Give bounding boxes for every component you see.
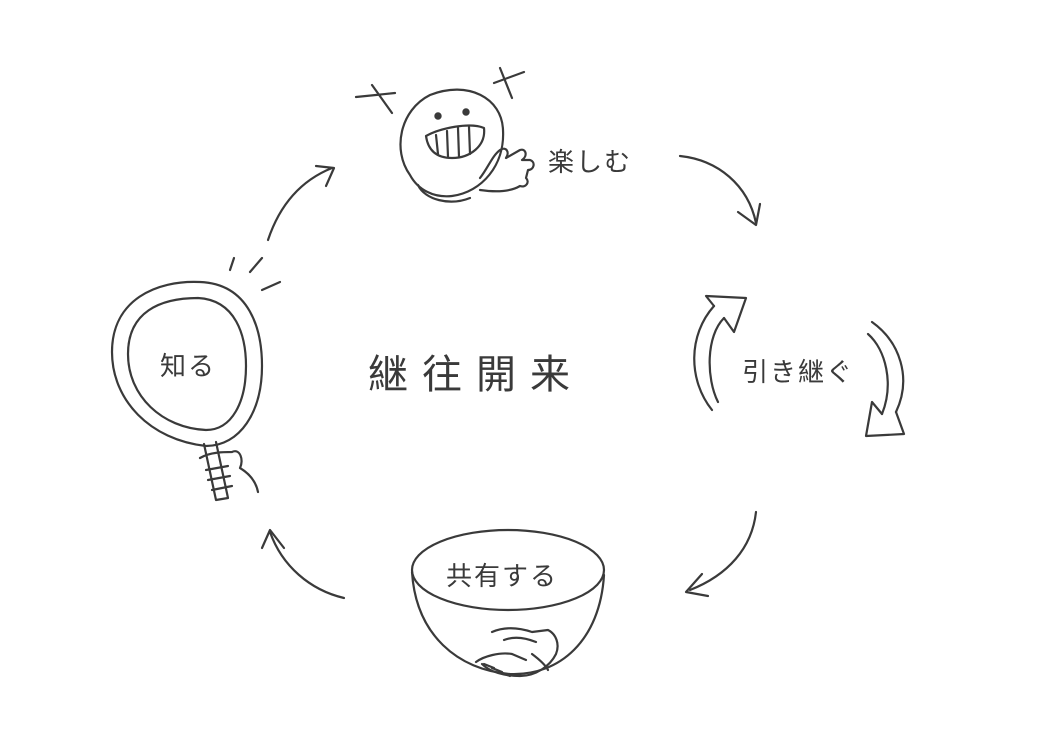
laughing-face-icon (354, 66, 535, 203)
arrow-know-to-enjoy (266, 164, 336, 242)
arrow-enjoy-to-inherit (678, 154, 762, 227)
arrow-inherit-to-share (684, 510, 758, 598)
cycle-arrows-icon (693, 294, 906, 438)
magnifier-sign-icon (110, 256, 282, 502)
step-label-share: 共有する (446, 562, 559, 592)
arrow-share-to-know (260, 528, 346, 600)
center-title: 継往開来 (368, 352, 584, 398)
step-label-inherit: 引き継ぐ (742, 358, 855, 388)
step-label-enjoy: 楽しむ (548, 148, 633, 178)
handshake-icon (410, 528, 606, 678)
step-label-know: 知る (160, 352, 217, 382)
